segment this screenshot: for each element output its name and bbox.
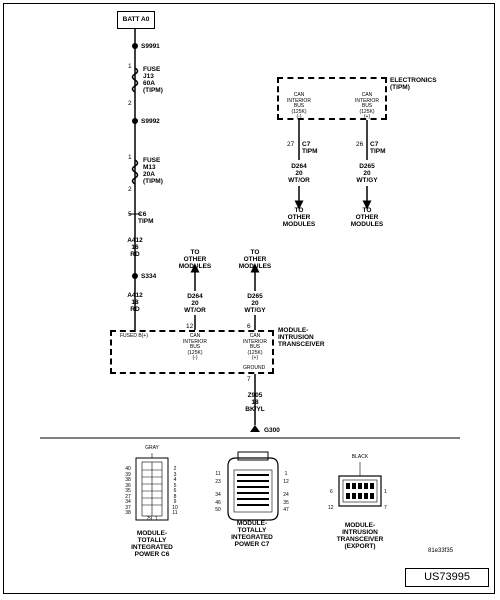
c7-tipm-label-right: C7 TIPM xyxy=(370,141,386,155)
pin-number: 3 xyxy=(173,471,177,478)
to-other-modules-label: TO OTHER MODULES xyxy=(282,207,316,228)
mit-can-plus: CAN INTERIOR BUS (125K) (+) xyxy=(243,333,267,361)
pin-number: 37 xyxy=(125,504,131,511)
pin-number: 4 xyxy=(173,477,177,483)
wire-a412-top: A412 16 RD xyxy=(127,237,143,258)
pin-label: 1 xyxy=(128,154,132,161)
pin-number: 50 xyxy=(215,507,221,513)
splice-s9991: S9991 xyxy=(141,43,160,50)
pin-number: 39 xyxy=(125,471,131,478)
pin-number: 5 xyxy=(173,482,177,489)
to-other-modules-label: TO OTHER MODULES xyxy=(238,249,272,270)
wire-d264-label: D264 20 WT/OR xyxy=(184,293,206,314)
connector-c7-left-pins: 11 23 34 46 50 xyxy=(212,471,224,514)
pin-number: 35 xyxy=(125,488,131,494)
module-intrusion-transceiver-box xyxy=(110,330,274,374)
pin-number: 27 xyxy=(125,493,131,500)
elec-can-minus: CAN INTERIOR BUS (125K) (-) xyxy=(287,92,311,120)
pin-number: 9 xyxy=(173,499,177,505)
reference-id: US73995 xyxy=(405,568,489,587)
pin-number: 10 xyxy=(172,504,178,511)
wire-d264-right: D264 20 WT/OR xyxy=(288,163,310,184)
mit-pin-6: 6 xyxy=(247,323,251,330)
fuse-j13-label: FUSE J13 60A (TIPM) xyxy=(143,66,163,94)
c7-pin-27: 27 xyxy=(287,141,295,148)
pin-number: 46 xyxy=(215,499,221,506)
splice-s334: S334 xyxy=(141,273,157,280)
pin-label: 2 xyxy=(128,186,132,193)
pin-number: 7 xyxy=(384,505,387,511)
mit-ground-label: GROUND xyxy=(243,365,266,371)
ground-g300-label: G300 xyxy=(264,427,280,434)
pin-number: 12 xyxy=(328,505,334,511)
pin-number: 1 xyxy=(384,489,387,495)
pin-number: 8 xyxy=(173,493,177,500)
wire-d265-right: D265 20 WT/GY xyxy=(356,163,378,184)
connector-c6-right-pins: 2 3 4 5 6 8 9 10 11 xyxy=(170,466,180,517)
electronics-tipm-box xyxy=(277,77,387,120)
pin-number: 6 xyxy=(173,488,177,494)
pin-number: 12 xyxy=(283,478,289,485)
pin-label: 2 xyxy=(128,100,132,107)
c7-pin-26: 26 xyxy=(356,141,364,148)
pin-number: 11 xyxy=(172,510,178,516)
connector-c6-color: GRAY xyxy=(145,445,159,451)
splice-s9992: S9992 xyxy=(141,118,160,125)
mit-title: MODULE- INTRUSION TRANSCEIVER xyxy=(278,327,325,348)
connector-c7-right-pins: 1 12 24 35 47 xyxy=(280,471,292,514)
to-other-modules-label: TO OTHER MODULES xyxy=(350,207,384,228)
c6-pin-label: 5 xyxy=(128,211,132,218)
batt-box xyxy=(117,11,155,29)
wire-z905-label: Z905 18 BK/YL xyxy=(245,392,265,413)
elec-can-plus: CAN INTERIOR BUS (125K) (+) xyxy=(355,92,379,120)
c6-tipm-label: C6 TIPM xyxy=(138,211,154,225)
pin-number: 34 xyxy=(125,499,131,505)
connector-c7-title: MODULE- TOTALLY INTEGRATED POWER C7 xyxy=(231,520,273,548)
wire-a412-bottom: A412 18 RD xyxy=(127,292,143,313)
mit-pin-7: 7 xyxy=(247,376,251,383)
figure-code: 81e33f35 xyxy=(428,548,454,554)
connector-c6-bottom-pins: 29 1 xyxy=(146,516,158,522)
pin-number: 40 xyxy=(125,466,131,472)
connector-c6-left-pins: 40 39 38 36 35 27 34 37 38 xyxy=(122,466,134,517)
mit-can-minus: CAN INTERIOR BUS (125K) (-) xyxy=(183,333,207,361)
pin-number: 1 xyxy=(284,471,288,477)
pin-number: 47 xyxy=(283,507,289,513)
mit-fused-label: FUSED B(+) xyxy=(120,333,148,339)
pin-number: 11 xyxy=(215,471,221,477)
pin-number: 6 xyxy=(330,489,333,495)
pin-label: 1 xyxy=(128,63,132,70)
page-border xyxy=(3,3,495,594)
wire-d265-label: D265 20 WT/GY xyxy=(244,293,266,314)
pin-number: 38 xyxy=(125,477,131,483)
electronics-title: ELECTRONICS (TIPM) xyxy=(390,77,437,91)
connector-mit-title: MODULE- INTRUSION TRANSCEIVER (EXPORT) xyxy=(336,522,384,550)
fuse-m13-label: FUSE M13 20A (TIPM) xyxy=(143,157,163,185)
connector-c6-title: MODULE- TOTALLY INTEGRATED POWER C6 xyxy=(131,530,173,558)
connector-mit-color: BLACK xyxy=(351,454,369,460)
pin-number: 35 xyxy=(283,499,289,506)
pin-number: 34 xyxy=(215,492,221,498)
pin-number: 2 xyxy=(173,466,177,472)
pin-number: 24 xyxy=(283,492,289,498)
pin-number: 36 xyxy=(125,482,131,489)
pin-number: 38 xyxy=(125,510,131,516)
to-other-modules-label: TO OTHER MODULES xyxy=(178,249,212,270)
c7-tipm-label-left: C7 TIPM xyxy=(302,141,318,155)
batt-label: BATT A0 xyxy=(122,16,150,23)
pin-number: 23 xyxy=(215,478,221,485)
mit-pin-12: 12 xyxy=(186,323,194,330)
